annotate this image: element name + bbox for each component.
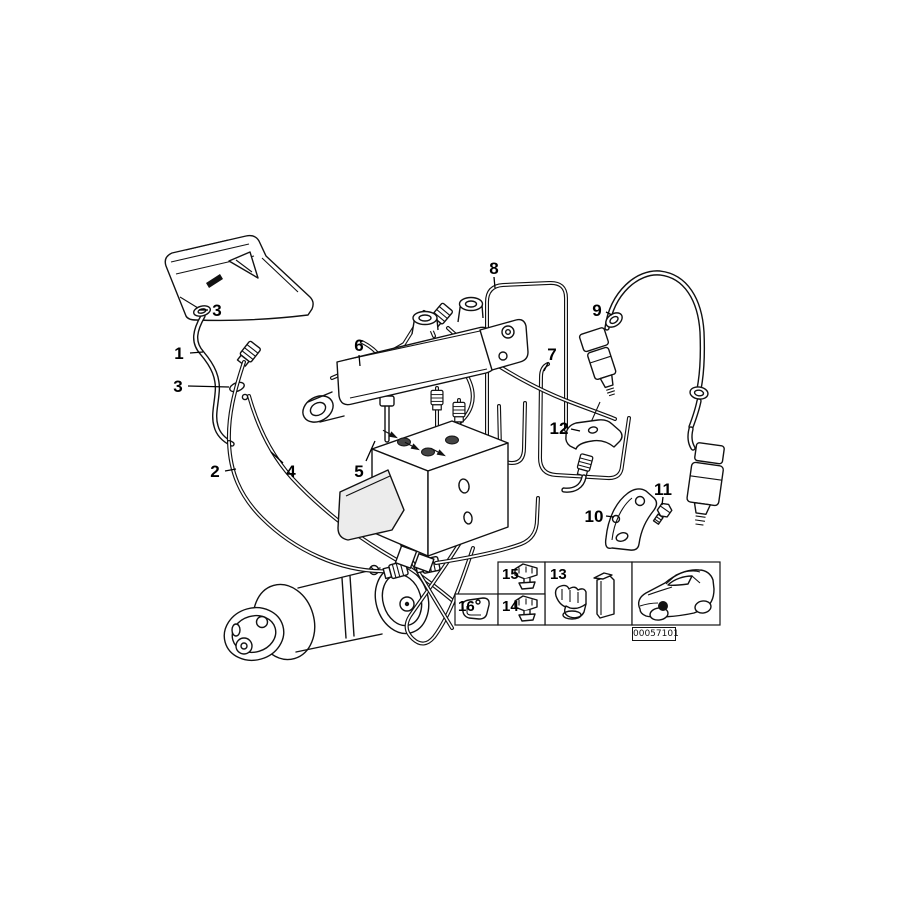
callout-leader-3b (187, 385, 230, 388)
bolt-11 (652, 502, 673, 525)
pipe-clip-15-icon (514, 563, 538, 590)
legend-table (454, 561, 721, 626)
diagram-number: 00057101 (633, 629, 679, 639)
callout-5[interactable]: 5 (354, 462, 363, 481)
abs-motor-cover (337, 469, 405, 541)
pipe-2-fitting (235, 339, 262, 369)
callout-8[interactable]: 8 (489, 259, 498, 278)
mounting-bracket-10 (604, 488, 658, 551)
pipe-bracket-12 (565, 419, 623, 450)
callout-2[interactable]: 2 (210, 462, 219, 481)
hose-clamp-3a (192, 305, 212, 317)
brake-pipe-7 (538, 362, 631, 481)
pipe-holder-13-icon (554, 572, 615, 620)
legend-number-16[interactable]: 16 (458, 598, 475, 615)
hose-9-connector (578, 327, 617, 397)
brake-master-cylinder (302, 296, 529, 423)
callout-11[interactable]: 11 (654, 480, 672, 499)
callout-leader-4 (270, 451, 284, 464)
pipe-clip-14-icon (514, 595, 538, 622)
callout-9[interactable]: 9 (592, 301, 601, 320)
legend-number-15[interactable]: 15 (502, 566, 519, 583)
callout-leader-5 (365, 440, 376, 462)
callout-leader-2 (224, 468, 237, 472)
abs-port-fitting (430, 389, 444, 411)
callout-10[interactable]: 10 (585, 507, 604, 526)
callout-7[interactable]: 7 (547, 345, 556, 364)
hose-fitting-in-loop (575, 452, 594, 478)
callout-3a[interactable]: 3 (212, 301, 221, 320)
callout-leader-12 (570, 428, 581, 432)
lower-brake-hose-connector (686, 426, 725, 526)
brake-fluid-reservoir (164, 234, 314, 322)
front-brake-hose-9 (578, 270, 710, 430)
hose-holder-16-icon (461, 597, 490, 620)
callout-6[interactable]: 6 (354, 336, 363, 355)
location-marker-dot (658, 601, 668, 611)
callout-leader-11 (661, 496, 664, 506)
callout-leader-1 (189, 351, 204, 354)
callout-12[interactable]: 12 (550, 419, 569, 438)
short-hose-in-loop (561, 474, 587, 493)
reservoir-arrow-mark (206, 274, 223, 288)
callout-3b[interactable]: 3 (173, 377, 182, 396)
master-cylinder-flange (479, 318, 529, 371)
legend-number-layer: 15 13 16 14 (458, 566, 567, 615)
brake-pipe-riser (434, 496, 540, 565)
callout-leader-10 (605, 515, 615, 518)
abs-port-fitting (452, 401, 466, 423)
brake-pipe-4 (247, 394, 470, 616)
hose-grommet (688, 385, 710, 401)
brake-pipe-8 (485, 280, 568, 454)
reservoir-hose-1 (193, 313, 235, 447)
diagram-number-box: 00057101 (632, 627, 679, 641)
vehicle-locator-car (637, 569, 715, 621)
callout-4[interactable]: 4 (286, 462, 296, 481)
abs-hydro-unit (337, 420, 509, 574)
legend-number-14[interactable]: 14 (502, 598, 519, 615)
callout-leader-8 (493, 276, 496, 289)
callout-leader-6 (358, 354, 361, 367)
legend-number-13[interactable]: 13 (550, 566, 567, 583)
brake-pipe-2-lower (227, 440, 394, 574)
brake-pipe-2-upper (226, 360, 246, 444)
assembly-arrow-icons (382, 429, 446, 457)
callout-1[interactable]: 1 (174, 344, 183, 363)
callout-leader-9 (605, 311, 613, 316)
callout-leader-7 (543, 362, 549, 372)
